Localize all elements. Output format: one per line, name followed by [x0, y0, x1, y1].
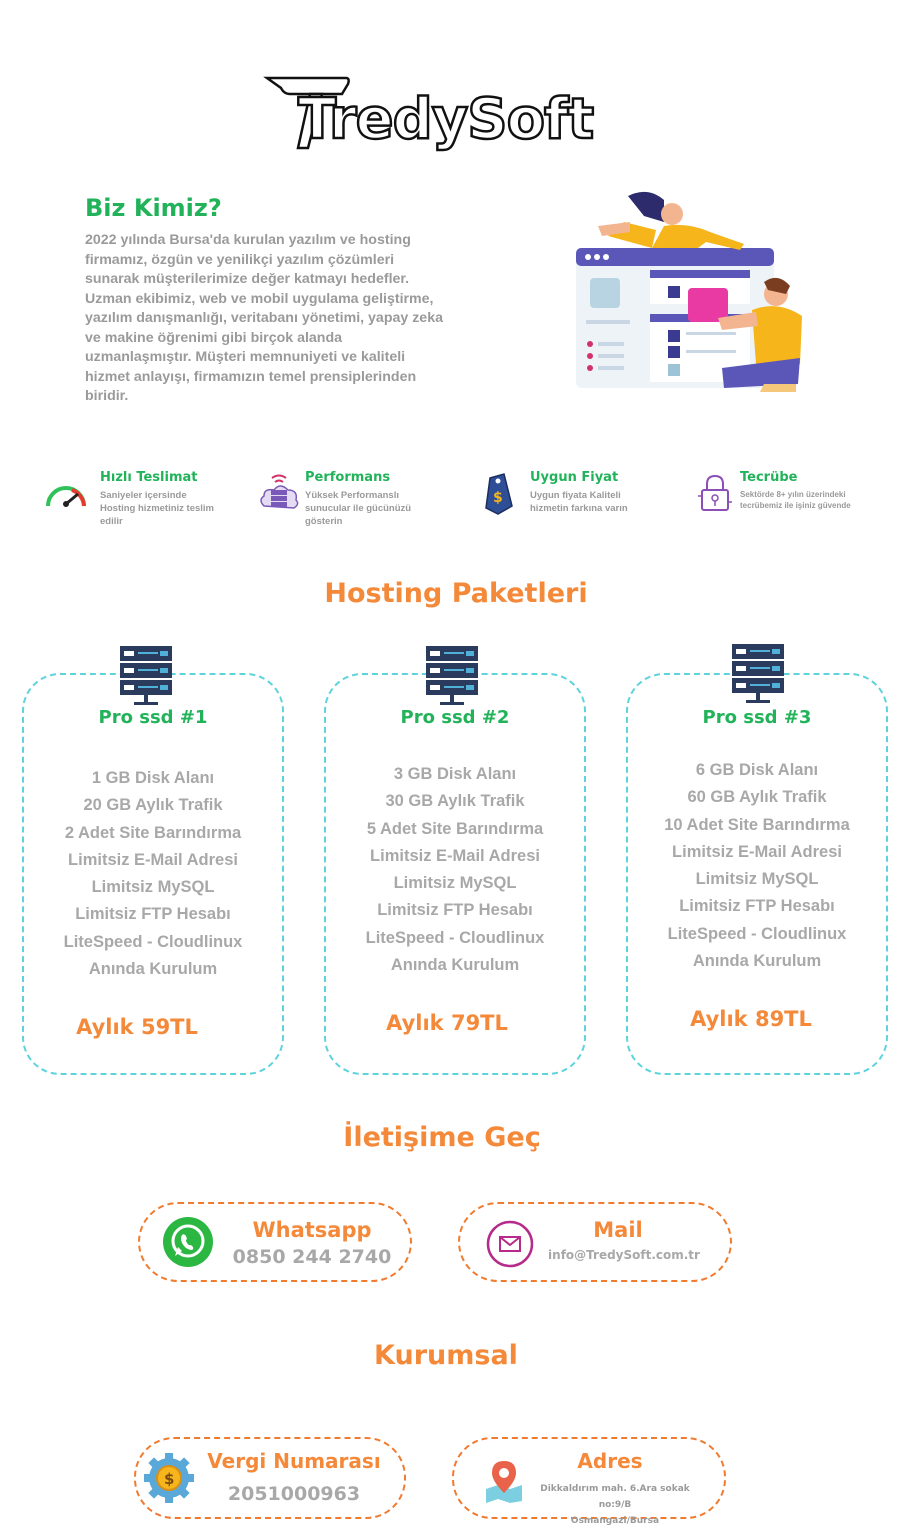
feature-desc: Sektörde 8+ yılın üzerindeki tecrübemiz … — [740, 490, 851, 510]
feature-title: Uygun Fiyat — [530, 470, 619, 485]
package-feature: 3 GB Disk Alanı — [393, 765, 517, 783]
mail-contact[interactable]: Mail info@TredySoft.com.tr — [458, 1202, 732, 1282]
feature-title: Performans — [305, 470, 391, 485]
package-feature: Limitsiz FTP Hesabı — [377, 901, 533, 920]
package-feature: Anında Kurulum — [88, 960, 218, 979]
package-feature: Limitsiz MySQL — [695, 870, 819, 889]
hosting-packages-title: Hosting Paketleri — [324, 578, 588, 609]
brand-logo: TredySoft — [262, 70, 595, 170]
feature-desc: Saniyeler içersinde Hosting hizmetiniz t… — [100, 490, 215, 527]
about-title: Biz Kimiz? — [85, 194, 222, 222]
corporate-title: Kurumsal — [374, 1340, 518, 1371]
gear-coin-icon: $ — [144, 1453, 194, 1503]
padlock-circuit-icon — [698, 474, 732, 516]
package-feature: Limitsiz FTP Hesabı — [75, 905, 231, 924]
speedometer-icon — [44, 480, 88, 514]
address-card: Adres Dikkaldırım mah. 6.Ara sokak no:9/… — [452, 1437, 726, 1526]
about-text: 2022 yılında Bursa'da kurulan yazılım ve… — [85, 232, 443, 404]
feature-title: Hızlı Teslimat — [100, 470, 198, 485]
feature-price: Uygun Fiyat Uygun fiyata Kaliteli hizmet… — [530, 470, 650, 515]
package-feature-list: 1 GB Disk Alanı 20 GB Aylık Trafik 2 Ade… — [24, 765, 282, 983]
package-feature-list: 6 GB Disk Alanı 60 GB Aylık Trafik 10 Ad… — [628, 757, 886, 975]
package-price[interactable]: Aylık 59TL — [76, 1015, 198, 1039]
mail-icon — [486, 1220, 534, 1268]
cloud-server-icon — [258, 474, 300, 520]
whatsapp-icon — [163, 1217, 213, 1267]
feature-title: Tecrübe — [740, 470, 798, 485]
server-icon — [120, 646, 172, 705]
package-feature: LiteSpeed - Cloudlinux — [365, 928, 545, 947]
tax-number-value: 2051000963 — [227, 1483, 361, 1505]
tax-number-card: $ Vergi Numarası 2051000963 — [134, 1437, 406, 1519]
package-card: Pro ssd #2 3 GB Disk Alanı 30 GB Aylık T… — [324, 673, 586, 1075]
address-title: Adres — [577, 1449, 643, 1473]
package-feature: LiteSpeed - Cloudlinux — [63, 932, 243, 951]
whatsapp-number[interactable]: 0850 244 2740 — [232, 1246, 392, 1268]
package-feature: 60 GB Aylık Trafik — [687, 788, 827, 807]
map-pin-icon — [486, 1461, 522, 1503]
package-name: Pro ssd #3 — [702, 707, 812, 728]
address-line-2: Osmangazi/Bursa — [570, 1516, 660, 1526]
package-feature: Limitsiz MySQL — [91, 878, 215, 897]
package-feature: Anında Kurulum — [692, 952, 822, 971]
whatsapp-title: Whatsapp — [252, 1218, 372, 1242]
package-name: Pro ssd #2 — [400, 707, 510, 728]
address-text: Dikkaldırım mah. 6.Ara sokak no:9/B Osma… — [528, 1481, 702, 1529]
package-feature: Limitsiz FTP Hesabı — [679, 897, 835, 916]
package-feature: 6 GB Disk Alanı — [695, 761, 819, 779]
brand-name: TredySoft — [297, 87, 596, 152]
package-feature: 1 GB Disk Alanı — [91, 769, 215, 787]
package-price[interactable]: Aylık 79TL — [386, 1011, 508, 1035]
package-feature: 20 GB Aylık Trafik — [83, 796, 223, 815]
address-line-1: Dikkaldırım mah. 6.Ara sokak no:9/B — [540, 1484, 690, 1510]
server-icon — [426, 646, 478, 705]
mail-address[interactable]: info@TredySoft.com.tr — [548, 1248, 700, 1262]
package-price[interactable]: Aylık 89TL — [690, 1007, 812, 1031]
package-name: Pro ssd #1 — [98, 707, 208, 728]
team-website-illustration — [576, 191, 802, 392]
package-feature: Anında Kurulum — [390, 956, 520, 975]
mail-title: Mail — [593, 1218, 643, 1242]
package-feature: Limitsiz E-Mail Adresi — [672, 842, 842, 861]
package-feature: 5 Adet Site Barındırma — [366, 819, 544, 838]
whatsapp-contact[interactable]: Whatsapp 0850 244 2740 — [138, 1202, 412, 1282]
server-icon — [732, 644, 784, 703]
package-feature: LiteSpeed - Cloudlinux — [667, 924, 847, 943]
package-card: Pro ssd #3 6 GB Disk Alanı 60 GB Aylık T… — [626, 673, 888, 1075]
svg-text:$: $ — [493, 490, 503, 506]
package-feature: 10 Adet Site Barındırma — [664, 815, 850, 834]
package-feature: Limitsiz MySQL — [393, 874, 517, 893]
package-feature: Limitsiz E-Mail Adresi — [370, 846, 540, 865]
price-tag-icon: $ — [480, 472, 514, 520]
package-feature: 30 GB Aylık Trafik — [385, 792, 525, 811]
svg-text:$: $ — [164, 1470, 174, 1488]
package-feature: Limitsiz E-Mail Adresi — [68, 850, 238, 869]
feature-desc: Uygun fiyata Kaliteli hizmetin farkına v… — [530, 490, 628, 514]
feature-performance: Performans Yüksek Performanslı sunucular… — [305, 470, 445, 528]
package-card: Pro ssd #1 1 GB Disk Alanı 20 GB Aylık T… — [22, 673, 284, 1075]
package-feature: 2 Adet Site Barındırma — [64, 823, 242, 842]
logo-mark-icon — [263, 76, 350, 150]
tax-number-title: Vergi Numarası — [207, 1449, 381, 1473]
feature-desc: Yüksek Performanslı sunucular ile gücünü… — [305, 490, 412, 527]
feature-fast-delivery: Hızlı Teslimat Saniyeler içersinde Hosti… — [100, 470, 220, 528]
contact-title: İletişime Geç — [343, 1122, 541, 1153]
feature-experience: Tecrübe Sektörde 8+ yılın üzerindeki tec… — [740, 470, 860, 511]
package-feature-list: 3 GB Disk Alanı 30 GB Aylık Trafik 5 Ade… — [326, 761, 584, 979]
